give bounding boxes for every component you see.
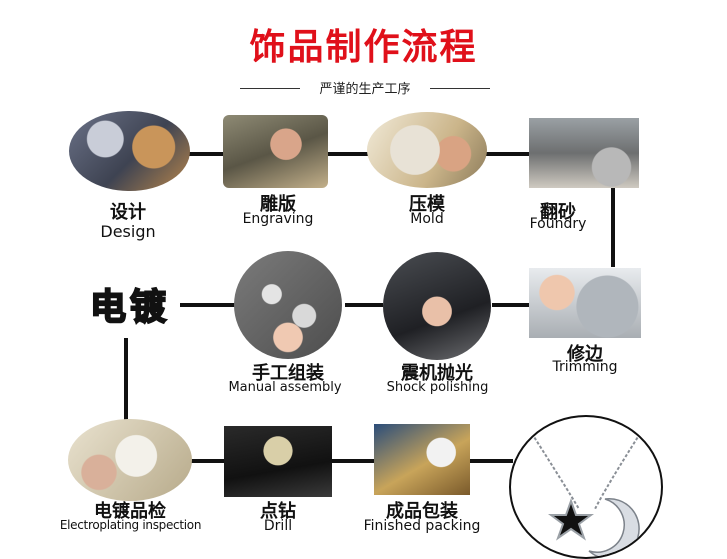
- necklace-photo: [509, 415, 663, 559]
- mold-photo: [367, 112, 487, 188]
- subtitle-line-left: [240, 88, 300, 89]
- connector-polishing-assembly: [345, 303, 383, 307]
- step-mold-zh: 压模: [409, 194, 445, 215]
- page-subtitle: 严谨的生产工序: [319, 82, 411, 97]
- connector-engraving-mold: [325, 152, 375, 156]
- foundry-photo: [529, 118, 639, 188]
- step-trimming-zh: 修边: [567, 344, 603, 365]
- inspection-photo: [68, 419, 192, 501]
- step-design-zh: 设计: [110, 202, 146, 223]
- step-assembly-en: Manual assembly: [228, 380, 342, 395]
- packing-photo: [374, 424, 470, 495]
- subtitle-line-right: [430, 88, 490, 89]
- subtitle-row: 严谨的生产工序: [240, 78, 490, 98]
- step-packing-zh: 成品包装: [386, 501, 458, 522]
- step-mold-en: Mold: [410, 211, 444, 227]
- step-polishing-en: Shock polishing: [386, 380, 489, 395]
- connector-foundry-down: [611, 182, 615, 267]
- step-packing-en: Finished packing: [363, 518, 481, 534]
- step-drill-en: Drill: [263, 518, 293, 534]
- connector-drill-packing: [325, 459, 375, 463]
- step-foundry-en: Foundry: [529, 216, 587, 232]
- connector-assembly-plating: [180, 303, 235, 307]
- step-plating-label: 电镀: [89, 286, 170, 329]
- step-inspection-zh: 电镀品检: [94, 501, 166, 522]
- engraving-photo: [223, 115, 328, 188]
- connector-trimming-polishing: [492, 303, 530, 307]
- connector-plating-down: [124, 338, 128, 423]
- step-inspection-en: Electroplating inspection: [59, 518, 202, 532]
- connector-mold-foundry: [480, 152, 530, 156]
- polishing-photo: [383, 252, 491, 360]
- connector-packing-final: [465, 459, 513, 463]
- step-drill-zh: 点钻: [260, 501, 296, 522]
- step-trimming-en: Trimming: [552, 359, 618, 375]
- step-design-en: Design: [100, 222, 156, 241]
- necklace-illustration: [528, 428, 644, 557]
- connector-inspection-drill: [190, 459, 228, 463]
- step-engraving-zh: 雕版: [260, 194, 296, 215]
- connector-design-engraving: [170, 152, 230, 156]
- step-assembly-zh: 手工组装: [252, 363, 324, 384]
- step-polishing-zh: 震机抛光: [401, 363, 473, 384]
- step-engraving-en: Engraving: [242, 211, 314, 227]
- design-photo: [69, 111, 190, 191]
- drill-photo: [224, 426, 332, 497]
- page-title: 饰品制作流程: [249, 27, 478, 68]
- assembly-photo: [234, 251, 342, 359]
- trimming-photo: [529, 268, 641, 338]
- step-foundry-zh: 翻砂: [540, 202, 576, 223]
